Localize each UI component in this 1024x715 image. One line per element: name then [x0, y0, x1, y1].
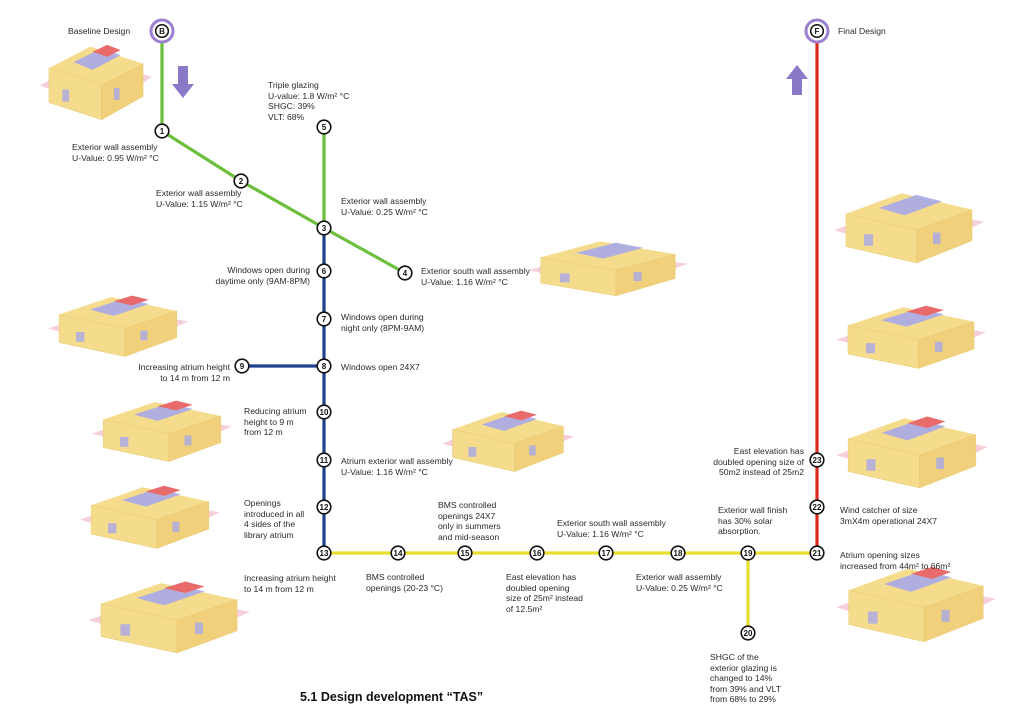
- node-3: 3: [316, 220, 332, 236]
- building-render-13: [88, 581, 250, 654]
- node-8: 8: [316, 358, 332, 374]
- node-number: 16: [533, 549, 542, 558]
- annotation-21: Atrium opening sizes increased from 44m²…: [840, 550, 951, 571]
- building-render-final-1: [834, 193, 984, 264]
- annotation-8: Windows open 24X7: [341, 362, 420, 372]
- annotation-12: Openings introduced in all 4 sides of th…: [244, 498, 305, 540]
- node-2: 2: [233, 173, 249, 189]
- building-render-final-3: [836, 416, 988, 489]
- node-number: 12: [320, 503, 329, 512]
- node-number: 6: [322, 267, 327, 276]
- terminal-final: F: [804, 18, 830, 44]
- annotation-18: Exterior wall assembly U-Value: 0.25 W/m…: [636, 572, 723, 593]
- node-16: 16: [529, 545, 545, 561]
- building-render-baseline: [40, 44, 152, 121]
- building-render-9: [48, 295, 188, 357]
- node-7: 7: [316, 311, 332, 327]
- node-12: 12: [316, 499, 332, 515]
- annotation-1: Exterior wall assembly U-Value: 0.95 W/m…: [72, 142, 159, 163]
- annotation-16: East elevation has doubled opening size …: [506, 572, 583, 614]
- annotation-2: Exterior wall assembly U-Value: 1.15 W/m…: [156, 188, 243, 209]
- node-4: 4: [397, 265, 413, 281]
- node-23: 23: [809, 452, 825, 468]
- final-label: Final Design: [838, 26, 886, 36]
- annotation-19: Exterior wall finish has 30% solar absor…: [718, 505, 788, 536]
- node-number: 10: [320, 408, 329, 417]
- annotation-11: Atrium exterior wall assembly U-Value: 1…: [341, 456, 453, 477]
- node-number: 7: [322, 315, 327, 324]
- arrow-up-icon: [786, 65, 808, 95]
- node-17: 17: [598, 545, 614, 561]
- node-number: 18: [674, 549, 683, 558]
- annotation-7: Windows open during night only (8PM-9AM): [341, 312, 425, 333]
- node-number: 11: [320, 456, 329, 465]
- node-number: 13: [320, 549, 329, 558]
- annotation-20: SHGC of the exterior glazing is changed …: [710, 652, 782, 704]
- terminal-baseline: B: [149, 18, 175, 44]
- arrow-down-icon: [172, 66, 194, 98]
- node-1: 1: [154, 123, 170, 139]
- annotation-23: East elevation has doubled opening size …: [713, 446, 804, 477]
- node-number: 20: [744, 629, 753, 638]
- building-render-final-2: [836, 305, 986, 369]
- annotation-17: Exterior south wall assembly U-Value: 1.…: [557, 518, 666, 539]
- node-14: 14: [390, 545, 406, 561]
- node-number: 9: [240, 362, 245, 371]
- annotation-14: BMS controlled openings (20-23 °C): [366, 572, 444, 593]
- annotation-13: Increasing atrium height to 14 m from 12…: [244, 573, 336, 594]
- node-number: 23: [813, 456, 822, 465]
- route-segment-3-4: [322, 226, 407, 275]
- node-19: 19: [740, 545, 756, 561]
- node-5: 5: [316, 119, 332, 135]
- building-render-4: [528, 241, 688, 297]
- node-18: 18: [670, 545, 686, 561]
- annotation-15: BMS controlled openings 24X7 only in sum…: [438, 500, 501, 542]
- annotation-4: Exterior south wall assembly U-Value: 1.…: [421, 266, 530, 287]
- node-6: 6: [316, 263, 332, 279]
- route-segment-1-2: [160, 129, 243, 183]
- direction-arrows: [172, 65, 808, 98]
- node-number: 4: [403, 269, 408, 278]
- building-renders: [40, 44, 996, 654]
- building-render-12: [80, 485, 220, 549]
- node-13: 13: [316, 545, 332, 561]
- building-render-10: [92, 400, 232, 462]
- node-number: 15: [461, 549, 470, 558]
- node-number: 19: [744, 549, 753, 558]
- node-10: 10: [316, 404, 332, 420]
- route-lines: [160, 29, 819, 635]
- figure-caption: 5.1 Design development “TAS”: [300, 690, 484, 704]
- node-number: 14: [394, 549, 403, 558]
- node-22: 22: [809, 499, 825, 515]
- node-number: 3: [322, 224, 327, 233]
- node-15: 15: [457, 545, 473, 561]
- node-9: 9: [234, 358, 250, 374]
- baseline-label: Baseline Design: [68, 26, 131, 36]
- building-render-11: [442, 410, 574, 472]
- node-number: 2: [239, 177, 244, 186]
- node-number: 5: [322, 123, 327, 132]
- node-number: 8: [322, 362, 327, 371]
- annotation-6: Windows open during daytime only (9AM-8P…: [215, 265, 310, 286]
- annotation-10: Reducing atrium height to 9 m from 12 m: [244, 406, 307, 437]
- node-21: 21: [809, 545, 825, 561]
- annotation-3: Exterior wall assembly U-Value: 0.25 W/m…: [341, 196, 428, 217]
- node-20: 20: [740, 625, 756, 641]
- node-number: 1: [160, 127, 165, 136]
- node-number: 21: [813, 549, 822, 558]
- terminal-symbol: B: [159, 27, 165, 36]
- annotation-5: Triple glazing U-value: 1.8 W/m² °C SHGC…: [268, 80, 350, 122]
- building-render-21: [836, 566, 996, 643]
- annotation-22: Wind catcher of size 3mX4m operational 2…: [840, 505, 937, 526]
- route-segment-2-3: [239, 179, 326, 230]
- node-number: 22: [813, 503, 822, 512]
- node-number: 17: [602, 549, 611, 558]
- node-11: 11: [316, 452, 332, 468]
- annotation-9: Increasing atrium height to 14 m from 12…: [138, 362, 230, 383]
- terminal-symbol: F: [815, 27, 820, 36]
